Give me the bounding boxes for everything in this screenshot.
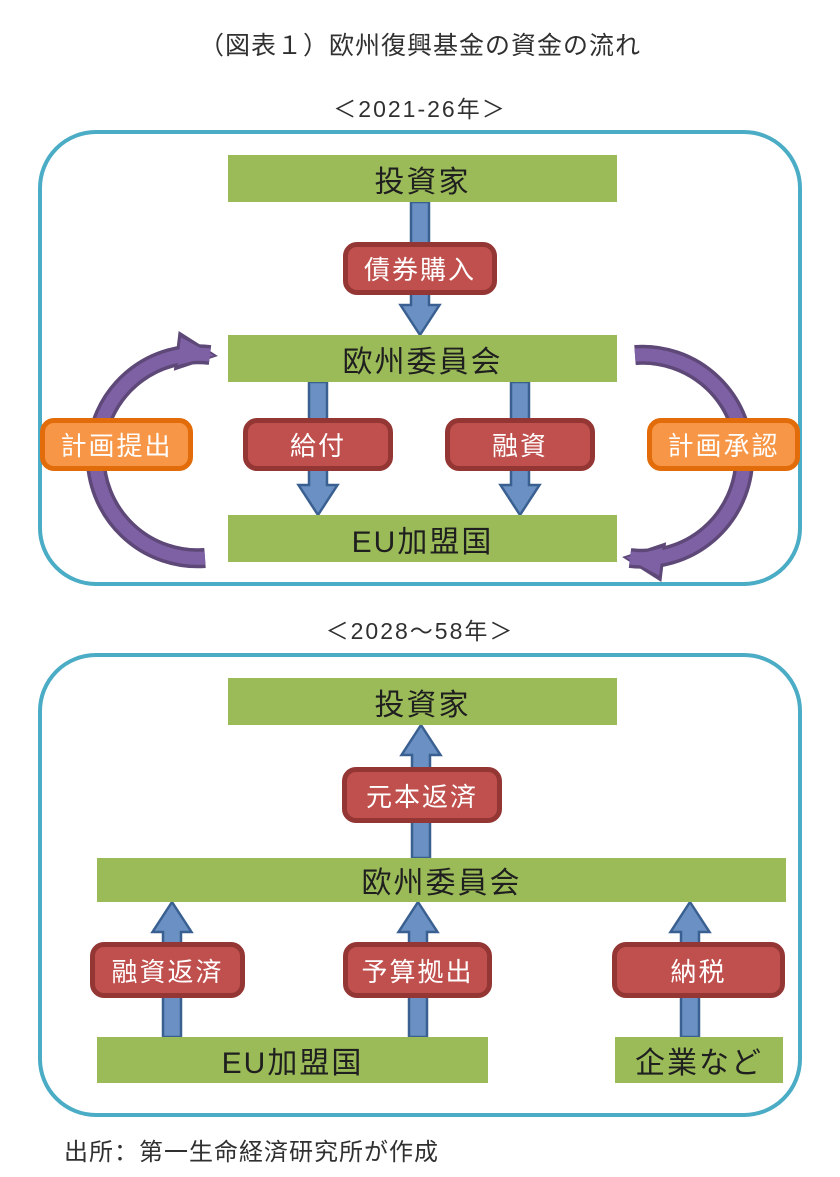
panel1-frame (38, 130, 802, 586)
flow-label-bond-purchase: 債券購入 (343, 242, 497, 295)
flow-label-loans: 融資 (445, 418, 595, 471)
node-commission-p1: 欧州委員会 (228, 335, 617, 382)
node-investors-p1: 投資家 (228, 155, 617, 202)
flow-label-plan-approval: 計画承認 (647, 418, 800, 471)
flow-label-plan-submission: 計画提出 (40, 418, 193, 471)
flow-label-grants: 給付 (243, 418, 393, 471)
node-companies-p2: 企業など (615, 1037, 783, 1083)
node-investors-p2: 投資家 (228, 678, 617, 725)
panel1-subtitle: ＜2021-26年＞ (333, 96, 507, 122)
panel2-frame (38, 653, 802, 1117)
source-note: 出所：第一生命経済研究所が作成 (64, 1139, 439, 1166)
flow-label-loan-repayment: 融資返済 (90, 942, 245, 998)
flow-label-budget-contribution: 予算拠出 (343, 942, 492, 998)
panel2-subtitle: ＜2028～58年＞ (325, 618, 515, 644)
flow-label-tax-payment: 納税 (612, 942, 785, 998)
node-commission-p2: 欧州委員会 (97, 858, 786, 902)
node-eu-members-p2: EU加盟国 (97, 1037, 488, 1083)
figure-title: （図表１）欧州復興基金の資金の流れ (198, 32, 641, 60)
node-eu-members-p1: EU加盟国 (228, 515, 617, 562)
flow-label-principal-repayment: 元本返済 (342, 767, 502, 823)
